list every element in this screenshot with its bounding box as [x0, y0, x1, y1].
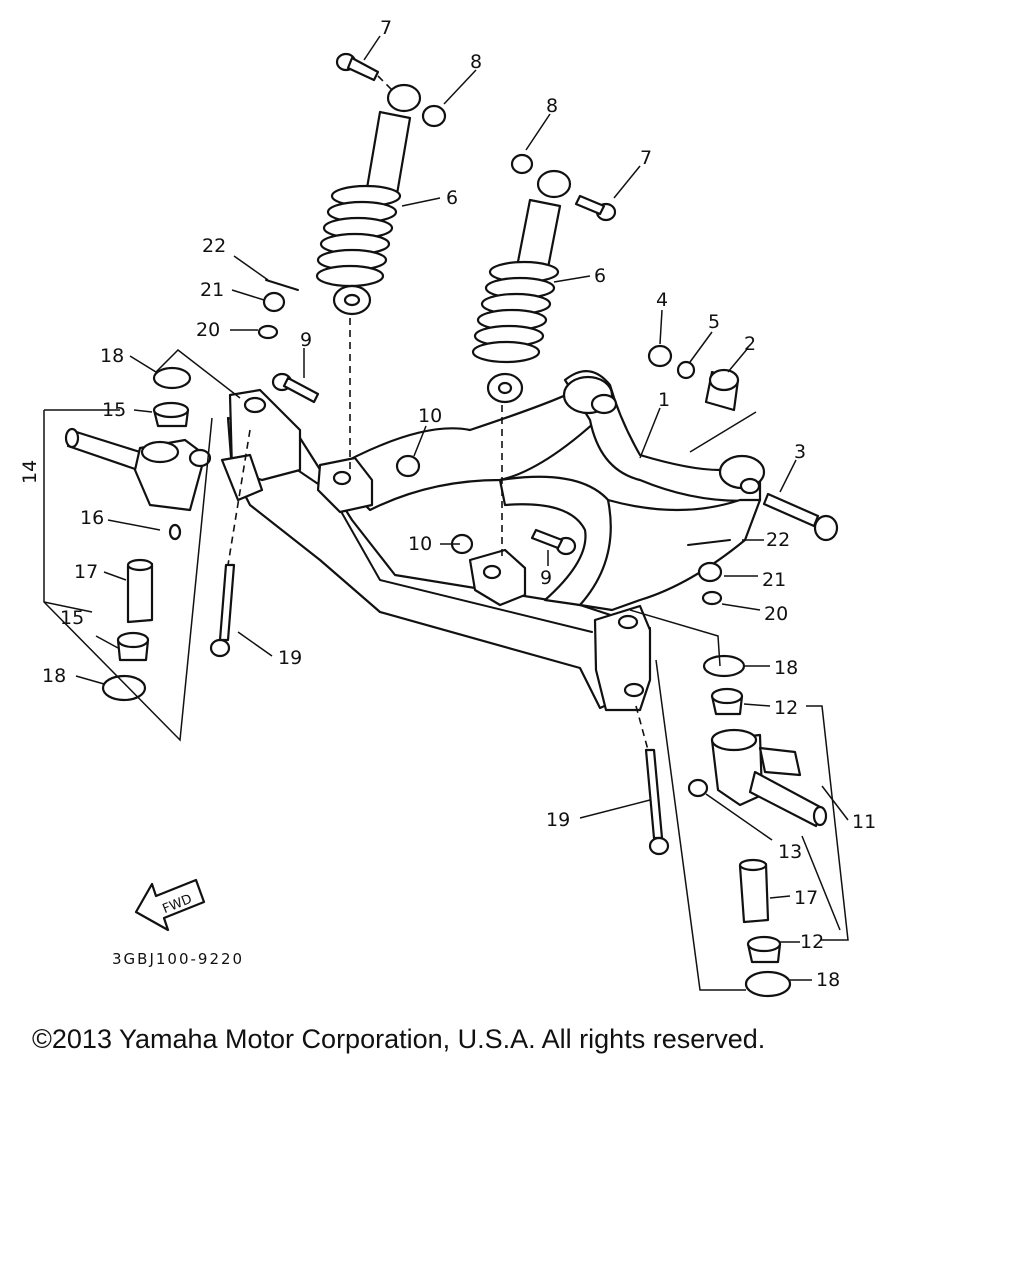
callout-22: 22 [202, 235, 226, 257]
callout-16: 16 [80, 507, 104, 529]
callout-19: 19 [546, 809, 570, 831]
callout-17: 17 [74, 561, 98, 583]
bushing-2 [704, 368, 740, 412]
callout-13: 13 [778, 841, 802, 863]
callout-4: 4 [656, 289, 668, 311]
callout-18: 18 [774, 657, 798, 679]
callout-6: 6 [594, 265, 606, 287]
callout-21: 21 [762, 569, 786, 591]
callout-8: 8 [546, 95, 558, 117]
callout-15: 15 [60, 607, 84, 629]
callout-18: 18 [42, 665, 66, 687]
seal-18-top-left [152, 366, 192, 390]
callout-11: 11 [852, 811, 876, 833]
bolt-19-left [209, 563, 236, 658]
callout-2: 2 [744, 333, 756, 355]
callout-18: 18 [816, 969, 840, 991]
collar-17-right [738, 858, 770, 924]
cotter-pin-22-top [265, 279, 299, 291]
callout-18: 18 [100, 345, 124, 367]
callout-20: 20 [764, 603, 788, 625]
callout-5: 5 [708, 311, 720, 333]
callout-9: 9 [300, 329, 312, 351]
bolt-3 [762, 492, 839, 542]
callouts: 7 8 8 7 6 6 22 21 20 4 5 2 18 9 15 10 1 … [19, 17, 876, 991]
knuckle-14 [64, 427, 212, 541]
callout-12: 12 [800, 931, 824, 953]
bushing-12-top [710, 687, 744, 716]
leader-lines [43, 35, 849, 991]
bushing-15-bottom [116, 631, 150, 662]
callout-12: 12 [774, 697, 798, 719]
bolt-9-bottom [530, 528, 577, 556]
callout-20: 20 [196, 319, 220, 341]
seal-18-top-right [702, 654, 746, 678]
callout-21: 21 [200, 279, 224, 301]
swing-arm [220, 370, 766, 712]
washer-5 [676, 360, 696, 380]
bolt-7-top [335, 52, 393, 91]
nut-8-top [421, 104, 447, 128]
callout-9: 9 [540, 567, 552, 589]
collar-17-left [126, 558, 154, 624]
callout-14: 14 [19, 460, 41, 484]
bolt-13 [687, 778, 709, 798]
bushing-15-top [152, 401, 190, 428]
callout-1: 1 [658, 389, 670, 411]
fwd-arrow: FWD [134, 878, 206, 932]
seal-18-bottom-left [101, 674, 147, 702]
callout-6: 6 [446, 187, 458, 209]
callout-8: 8 [470, 51, 482, 73]
bolt-7-right [574, 194, 617, 222]
drawing-code: 3GBJ100-9220 [112, 950, 244, 968]
callout-15: 15 [102, 399, 126, 421]
parts-diagram: FWD 7 8 8 7 6 6 22 21 20 4 5 2 18 9 15 1… [19, 17, 876, 998]
nut-4 [647, 344, 673, 368]
cotter-pin-22-right [687, 539, 731, 546]
bolt-9-top [271, 372, 320, 404]
nut-21-top [262, 291, 286, 313]
callout-19: 19 [278, 647, 302, 669]
callout-3: 3 [794, 441, 806, 463]
nut-21-right [697, 561, 723, 583]
nut-8-right [510, 153, 534, 175]
washer-20-right [701, 590, 723, 606]
copyright-notice: ©2013 Yamaha Motor Corporation, U.S.A. A… [32, 1024, 766, 1054]
callout-7: 7 [380, 17, 392, 39]
knuckle-11 [710, 728, 828, 828]
callout-10: 10 [408, 533, 432, 555]
callout-22: 22 [766, 529, 790, 551]
shock-absorber-right [471, 169, 572, 560]
washer-20-top [257, 324, 279, 340]
callout-10: 10 [418, 405, 442, 427]
callout-7: 7 [640, 147, 652, 169]
nut-10-top [395, 454, 421, 478]
callout-17: 17 [794, 887, 818, 909]
bolt-19-right [644, 748, 670, 856]
seal-18-bottom-right [744, 970, 792, 998]
bushing-12-bottom [746, 935, 782, 964]
shock-absorber-left [315, 83, 422, 470]
